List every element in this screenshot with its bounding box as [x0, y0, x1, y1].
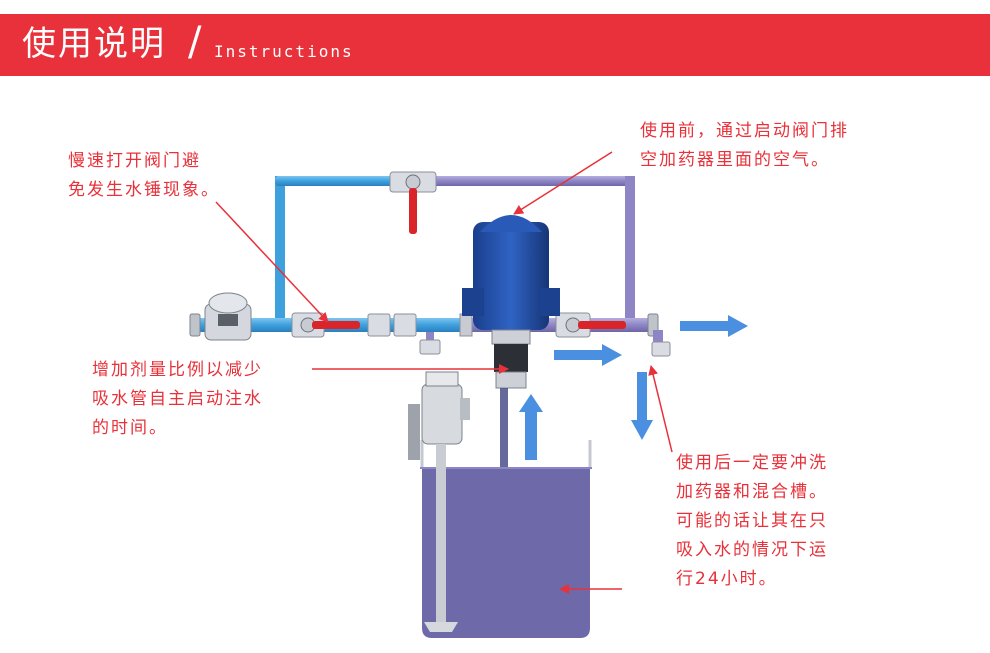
flow-arrow-up: [519, 394, 543, 460]
mixing-tank: [420, 440, 592, 638]
flow-arrow-right-lower: [554, 344, 622, 366]
header-banner: 使用说明 / Instructions: [0, 14, 990, 76]
pipe-fitting: [367, 313, 473, 337]
drain-valve-left: [419, 332, 441, 355]
outlet-valve: [555, 312, 626, 338]
callout-line-vent-air: [513, 151, 613, 215]
dosing-pump: [462, 215, 560, 389]
note-open-valve-slowly: 慢速打开阀门避 免发生水锤现象。: [68, 151, 220, 200]
note-vent-air-before-use: 使用前，通过启动阀门排 空加药器里面的空气。: [640, 121, 849, 170]
callout-line-flush: [648, 365, 673, 453]
flow-arrow-right-upper: [680, 315, 748, 337]
inlet-valve: [291, 312, 360, 338]
bypass-valve: [389, 171, 437, 234]
page-subtitle: Instructions: [214, 42, 354, 61]
flow-arrow-down: [631, 372, 653, 440]
title-separator: /: [188, 19, 202, 65]
note-increase-dosage: 增加剂量比例以减少 吸水管自主启动注水 的时间。: [92, 360, 263, 438]
bypass-pipe-outlet: [430, 176, 635, 322]
drain-valve-right: [651, 330, 671, 357]
page-title: 使用说明: [22, 24, 166, 64]
water-meter-icon: [204, 292, 252, 341]
bypass-pipe-inlet: [275, 176, 405, 322]
note-flush-after-use: 使用后一定要冲洗 加药器和混合槽。 可能的话让其在只 吸入水的情况下运 行24小…: [676, 453, 828, 589]
callout-line-open-valve: [215, 201, 329, 323]
mixer-motor: [408, 371, 470, 632]
